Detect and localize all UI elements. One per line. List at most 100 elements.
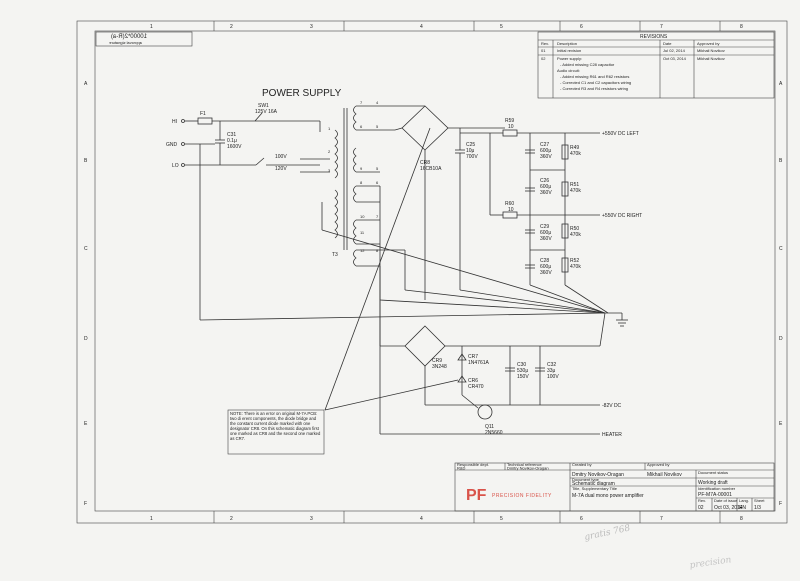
res-r50-label: R50 [570, 226, 579, 232]
cap-c28-value: 600μ [540, 264, 551, 270]
outer-border [76, 20, 788, 524]
lang-value: EN [739, 505, 746, 511]
res-r59-label: R59 [505, 118, 514, 124]
cap-c25-value: 10μ [466, 148, 475, 154]
ident-value: PF-M7A-00001 [698, 492, 732, 498]
col-label: 7 [660, 516, 663, 522]
rev-description: - Added missing C28 capacitor [560, 62, 615, 67]
bridge-cr8-part: 16CB10A [420, 166, 442, 172]
rev-description: - Added missing R61 and R62 resistors [560, 74, 629, 79]
col-label: 4 [420, 24, 423, 30]
doc-type-label: Document type [572, 477, 600, 482]
lang-label: Lang. [739, 498, 749, 503]
res-r51-value: 470k [570, 188, 581, 194]
pin-number: 7 [360, 100, 363, 105]
transformer-t3-label: T3 [332, 252, 338, 258]
pin-number: 5 [376, 124, 379, 129]
rev-description: - Corrected R3 and R4 resistors wiring [560, 86, 628, 91]
cap-c32-voltage: 100V [547, 374, 559, 380]
col-label: 3 [310, 516, 313, 522]
col-label: 5 [500, 516, 503, 522]
row-label: B [84, 158, 88, 164]
cap-c26-label: C26 [540, 178, 549, 184]
tech-ref-label: Technical reference [507, 462, 542, 467]
cap-c25-voltage: 700V [466, 154, 478, 160]
transistor-q11-label: Q11 [485, 424, 494, 430]
col-label: 2 [230, 516, 233, 522]
col-label: 3 [310, 24, 313, 30]
stamp-text: 10000*2(R-a) [111, 34, 147, 40]
row-label: C [779, 246, 783, 252]
doc-status-value: Working draft [698, 480, 728, 486]
cap-c28-label: C28 [540, 258, 549, 264]
cap-c27-voltage: 360V [540, 154, 552, 160]
output-right: +550V DC RIGHT [602, 213, 642, 219]
res-r60-value: 10 [508, 207, 514, 213]
company-name: PRECISION FIDELITY [492, 493, 552, 499]
pf-logo-icon: PF [466, 487, 487, 504]
cap-c32-value: 33μ [547, 368, 556, 374]
row-label: B [779, 158, 783, 164]
col-label: 2 [230, 24, 233, 30]
pin-number: 7 [376, 214, 379, 219]
pin-number: 2 [328, 149, 331, 154]
cap-c30-label: C30 [517, 362, 526, 368]
res-r51-label: R51 [570, 182, 579, 188]
revisions-table: REVISIONS Rev. Description Date Approved… [537, 31, 775, 99]
rev-label: Rev. [698, 498, 706, 503]
res-r49-label: R49 [570, 145, 579, 151]
cap-c29-value: 600μ [540, 230, 551, 236]
ident-label: Identification number [698, 486, 736, 491]
output-neg: -82V DC [602, 403, 622, 409]
cap-c29-voltage: 360V [540, 236, 552, 242]
tech-ref-value: Dmitry Novikov-Oragan [507, 466, 549, 471]
cap-c31-value: 0.1μ [227, 138, 237, 144]
cap-c31-voltage: 1600V [227, 144, 242, 150]
diode-cr7-label: CR7 [468, 354, 478, 360]
rev-description: - Corrected C1 and C2 capacitors wiring [560, 80, 631, 85]
column-markers [213, 21, 721, 523]
inner-border [94, 30, 776, 512]
diode-cr7-part: 1N4761A [468, 360, 490, 366]
sheet-label: Sheet [754, 498, 765, 503]
switch-sw1-rating: 125V 16A [255, 109, 278, 115]
schematic-circuit: HI GND LO F1 SW1 125V 16A C31 0.1μ 1600V… [166, 100, 642, 438]
row-label: A [779, 81, 783, 87]
col-label: 8 [740, 516, 743, 522]
cap-c31-label: C31 [227, 132, 236, 138]
cap-c27-label: C27 [540, 142, 549, 148]
res-r50-value: 470k [570, 232, 581, 238]
rev-description: Power supply: [557, 56, 582, 61]
bridge-cr9-label: CR9 [432, 358, 442, 364]
stamp-sub: approval signature [108, 40, 142, 45]
terminal-lo: LO [172, 163, 179, 169]
row-label: C [84, 246, 88, 252]
pin-number: 4 [376, 100, 379, 105]
doc-status-label: Document status [698, 470, 728, 475]
row-label: D [84, 336, 88, 342]
approved-by-label: Approved by [647, 462, 669, 467]
res-r59-value: 10 [508, 124, 514, 130]
diode-cr6-part: CR470 [468, 384, 484, 390]
col-label: 8 [740, 24, 743, 30]
revisions-header: REVISIONS [640, 34, 668, 40]
bridge-cr9-part: 3N248 [432, 364, 447, 370]
pin-number: 5 [376, 166, 379, 171]
fuse-f1-label: F1 [200, 111, 206, 117]
issue-date-value: Oct 03, 2014 [714, 505, 743, 511]
pin-number: 1 [328, 126, 331, 131]
rev-number: 02 [541, 56, 546, 61]
pin-number: 6 [360, 124, 363, 129]
doc-type-value: Schematic diagram [572, 481, 615, 487]
rev-value: 02 [698, 505, 704, 511]
cap-c25-label: C25 [466, 142, 475, 148]
note-text: NOTE: There is an error on original M-7A… [230, 411, 321, 441]
created-by-label: Created by [572, 462, 592, 467]
pin-number: 8 [360, 180, 363, 185]
res-r60-label: R60 [505, 201, 514, 207]
rev-number: 01 [541, 48, 546, 53]
tap-120v: 120V [275, 166, 287, 172]
rev-approver: Mikhail Novikov [697, 56, 725, 61]
rev-date: Oct 03, 2014 [663, 56, 687, 61]
